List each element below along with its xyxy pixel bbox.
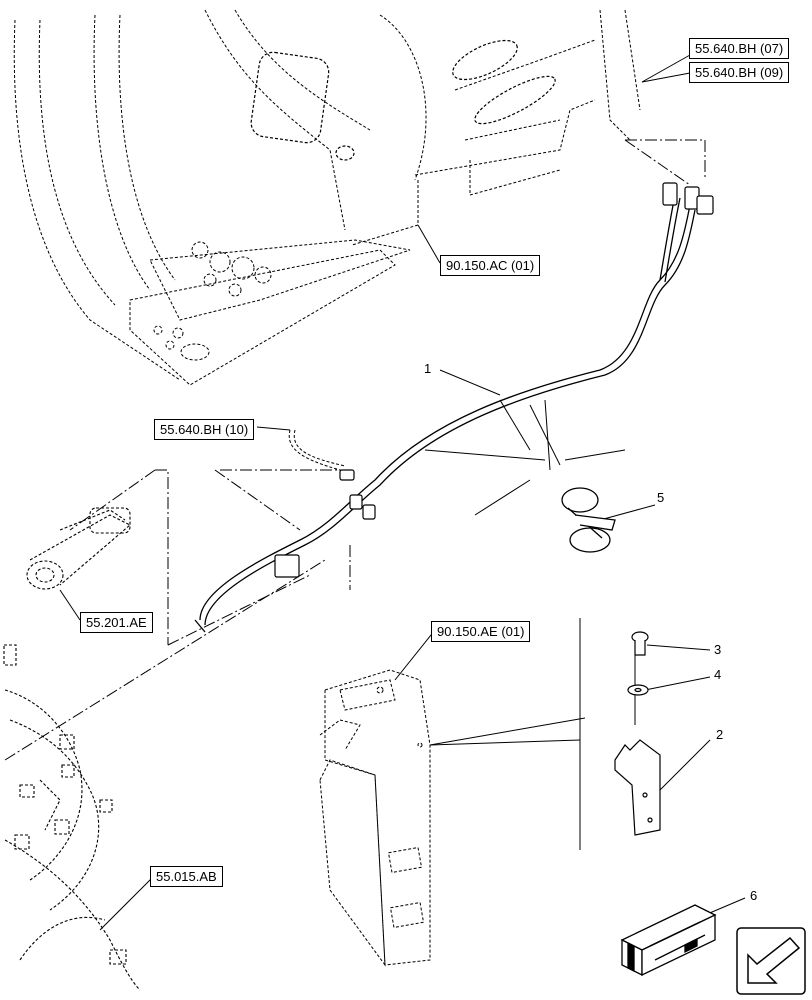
harness-branch-bh10	[288, 429, 346, 471]
lower-left-harness	[3, 644, 141, 991]
callout-3: 3	[714, 642, 722, 657]
cab-fender-structure	[13, 9, 641, 386]
next-page-arrow-icon[interactable]	[736, 927, 806, 995]
callout-1: 1	[424, 361, 432, 376]
starter-motor	[26, 507, 131, 590]
ref-55-015-ab[interactable]: 55.015.AB	[150, 866, 223, 887]
ref-90-150-ac-01[interactable]: 90.150.AC (01)	[440, 255, 541, 276]
hidden-lines	[4, 139, 706, 761]
ref-55-640-bh-09[interactable]: 55.640.BH (09)	[689, 62, 790, 83]
floor-holes	[153, 241, 272, 361]
bracket-item-2	[614, 739, 661, 836]
ref-55-640-bh-10[interactable]: 55.640.BH (10)	[154, 419, 255, 440]
bolt-item-3	[631, 631, 649, 656]
ref-55-201-ae[interactable]: 55.201.AE	[80, 612, 153, 633]
washer-item-4	[627, 684, 649, 696]
ref-55-640-bh-07[interactable]: 55.640.BH (07)	[689, 38, 790, 59]
cab-openings	[250, 39, 556, 161]
callout-4: 4	[714, 667, 722, 682]
kit-box-icon	[620, 904, 717, 977]
callout-2: 2	[716, 727, 724, 742]
callout-5: 5	[657, 490, 665, 505]
panel-90-150-ae	[319, 669, 431, 967]
harness-connectors	[274, 182, 714, 578]
callout-6: 6	[750, 888, 758, 903]
leader-lines	[59, 54, 746, 931]
clip-item-5	[561, 487, 616, 553]
ref-90-150-ae-01[interactable]: 90.150.AE (01)	[431, 621, 531, 642]
